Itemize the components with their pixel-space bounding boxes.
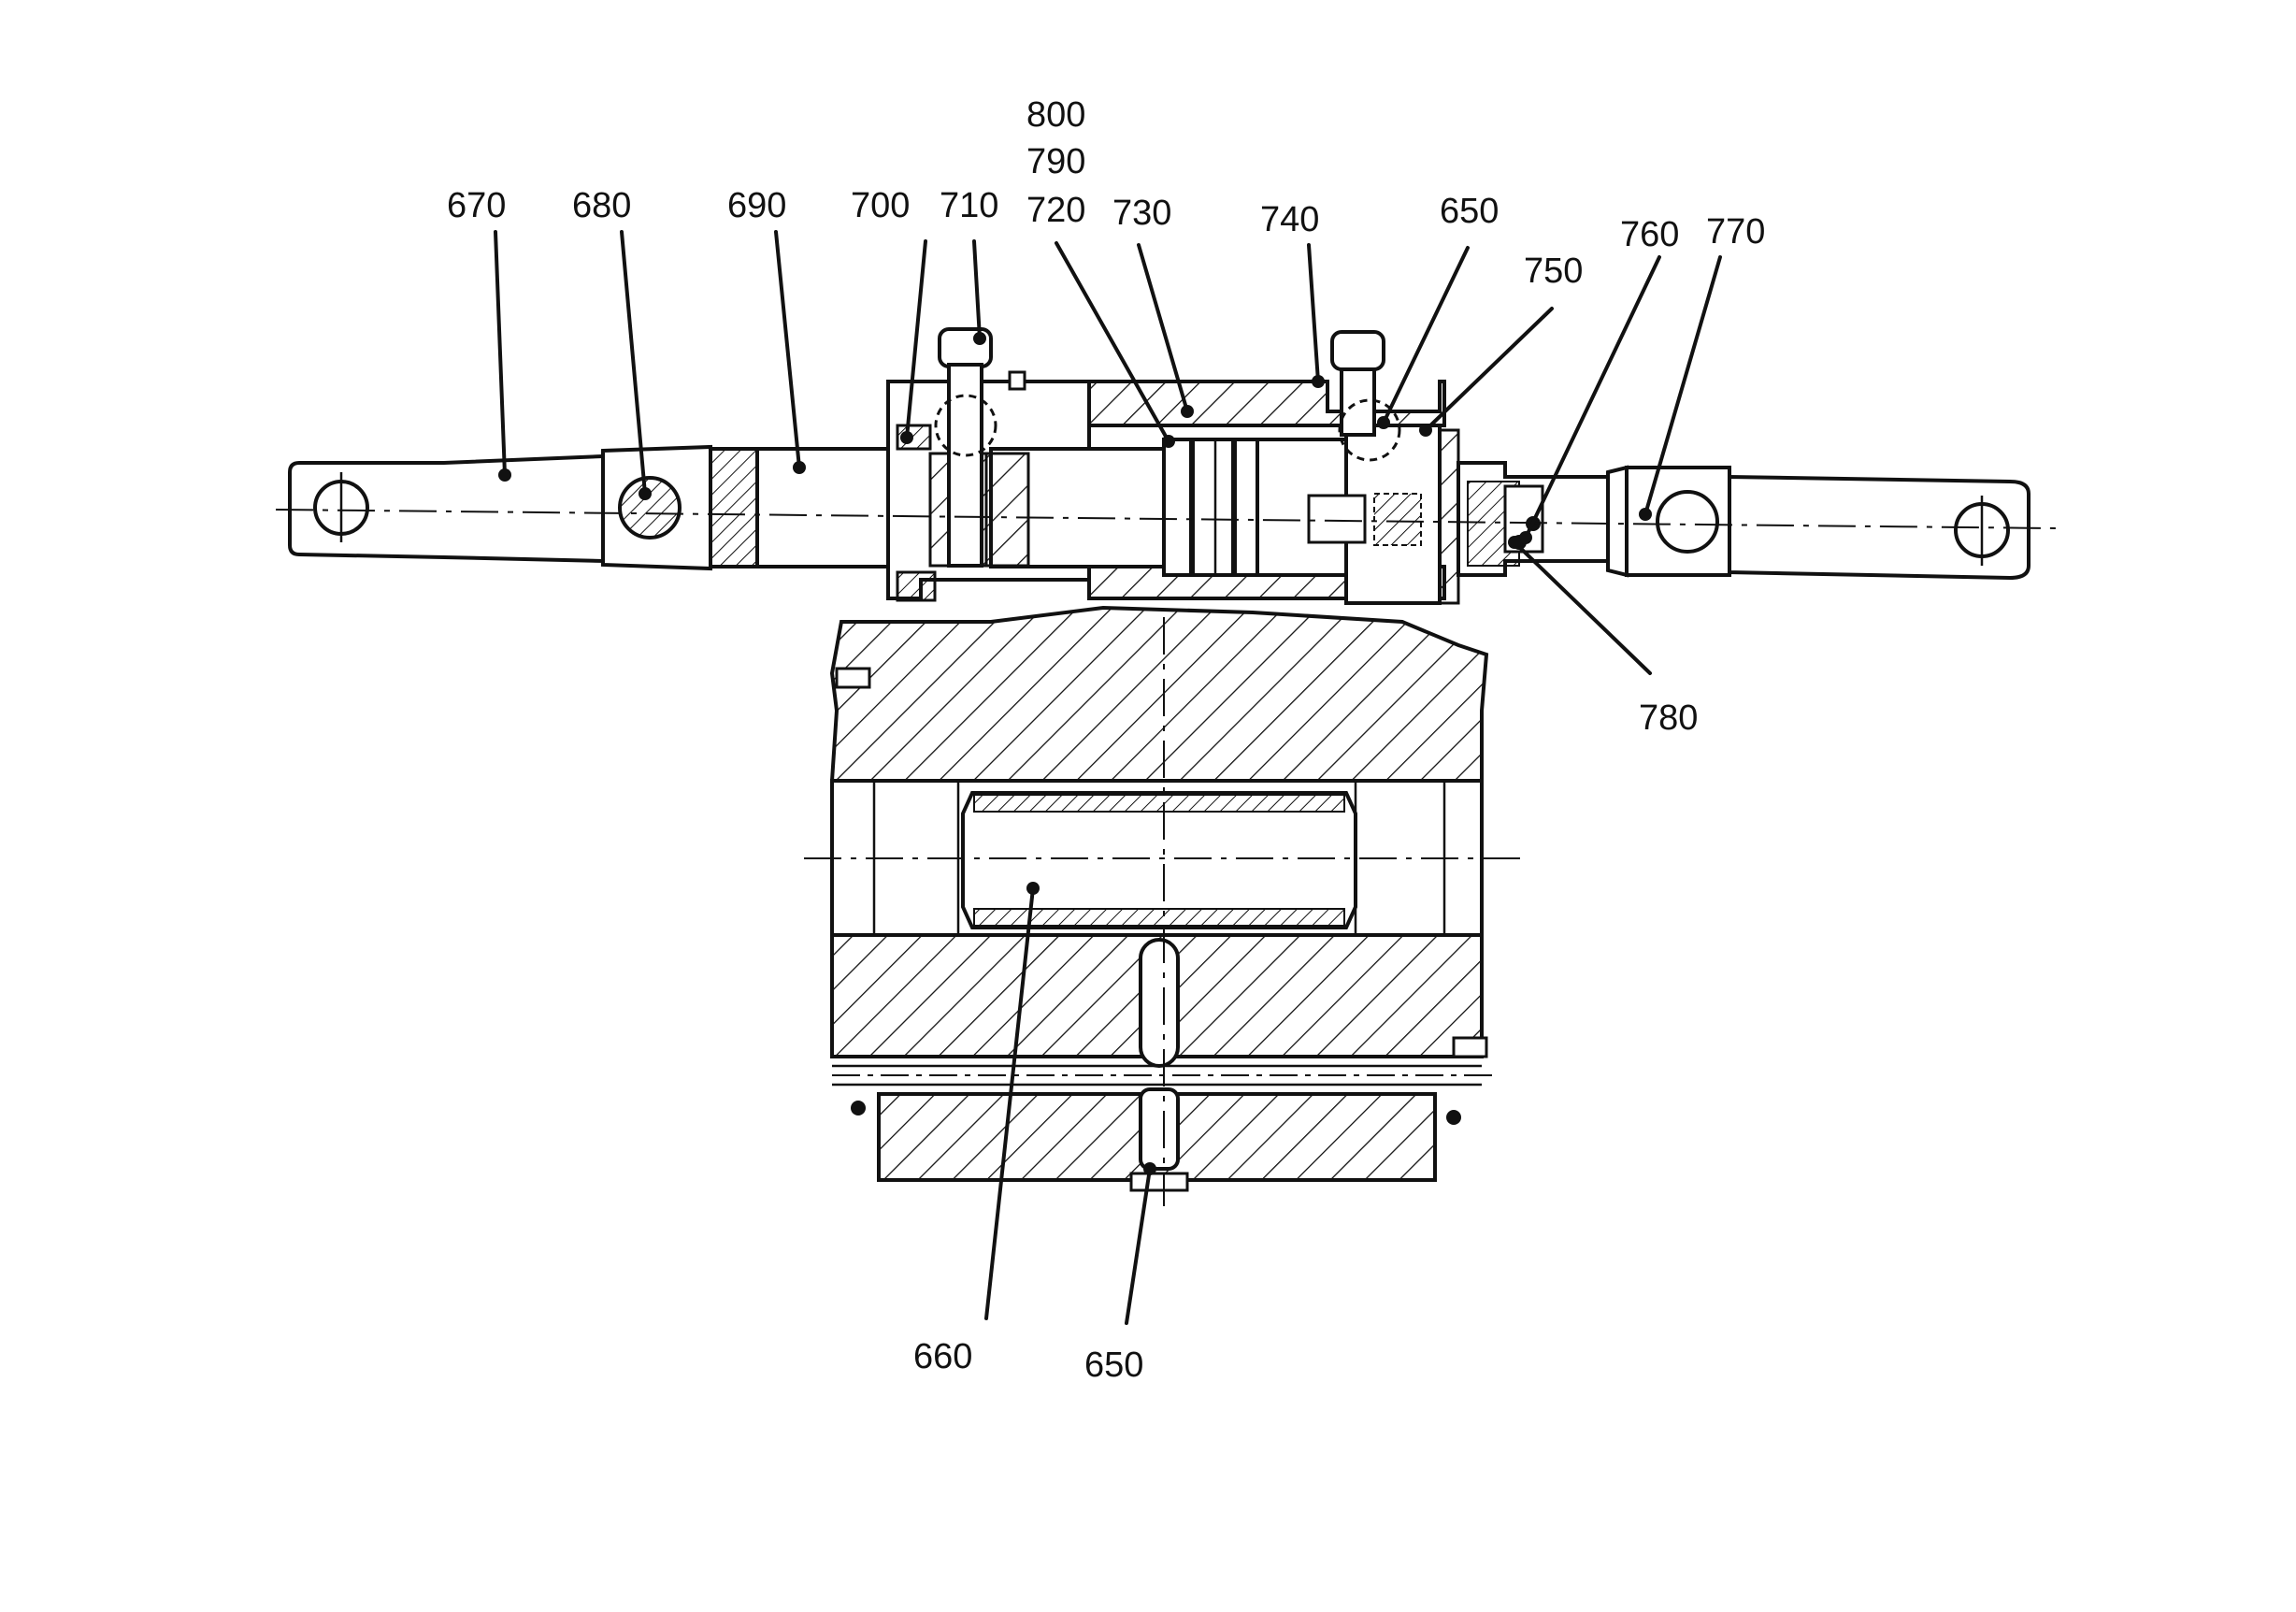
pin [618, 476, 682, 540]
label-740: 740 [1260, 200, 1319, 239]
left-rod-eye [288, 453, 605, 564]
part-labels: 670 680 690 700 710 800 790 720 730 740 … [447, 95, 1765, 1385]
right-pin [1656, 490, 1719, 554]
label-690: 690 [727, 186, 786, 225]
cylinder-assembly [275, 327, 2058, 1206]
label-750: 750 [1524, 252, 1583, 291]
label-790: 790 [1026, 142, 1085, 181]
label-660: 660 [913, 1337, 972, 1376]
label-650-bottom: 650 [1084, 1346, 1143, 1385]
drain-plug [1129, 1172, 1189, 1192]
leader-lines [494, 230, 1722, 1325]
drain-bore [1139, 938, 1180, 1068]
label-670: 670 [447, 186, 506, 225]
label-710: 710 [940, 186, 998, 225]
label-800: 800 [1026, 95, 1085, 135]
main-body-block [829, 605, 1496, 1192]
right-rod-eye [1728, 474, 2031, 581]
label-780: 780 [1639, 698, 1698, 738]
bearing-sleeve [961, 791, 1357, 929]
label-730: 730 [1112, 194, 1171, 233]
label-680: 680 [572, 186, 631, 225]
label-720: 720 [1026, 191, 1085, 230]
label-700: 700 [851, 186, 910, 225]
piston [1162, 438, 1259, 577]
central-bore [804, 779, 1524, 937]
label-770: 770 [1706, 212, 1765, 252]
label-760: 760 [1620, 215, 1679, 254]
label-650-top: 650 [1440, 192, 1499, 231]
